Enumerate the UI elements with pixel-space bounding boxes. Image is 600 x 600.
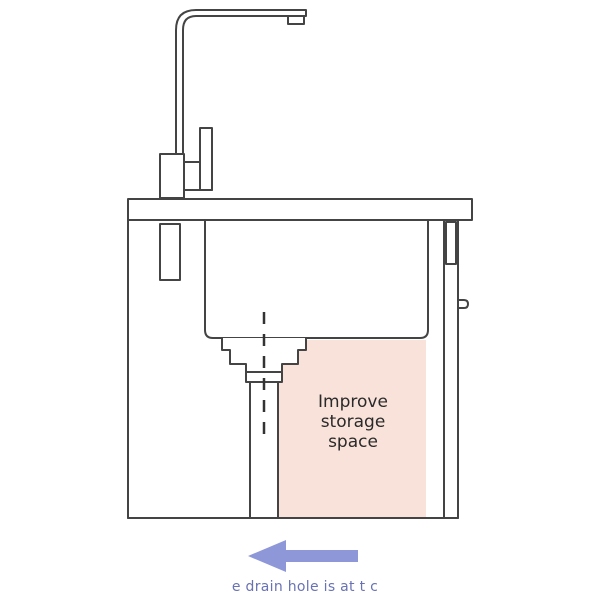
storage-label-line-1: Improve — [318, 392, 388, 412]
diagram-caption: e drain hole is at t c — [231, 579, 379, 595]
arrow-left-icon — [248, 540, 358, 572]
faucet-icon — [159, 9, 307, 281]
storage-space-label: Improve storage space — [300, 392, 406, 452]
drain-pipe — [221, 337, 307, 519]
countertop — [127, 198, 473, 221]
sink-basin — [204, 219, 429, 339]
storage-label-line-2: storage — [320, 412, 386, 432]
storage-space-area — [278, 340, 426, 518]
storage-label-line-3: space — [328, 432, 378, 452]
cabinet — [127, 219, 469, 519]
